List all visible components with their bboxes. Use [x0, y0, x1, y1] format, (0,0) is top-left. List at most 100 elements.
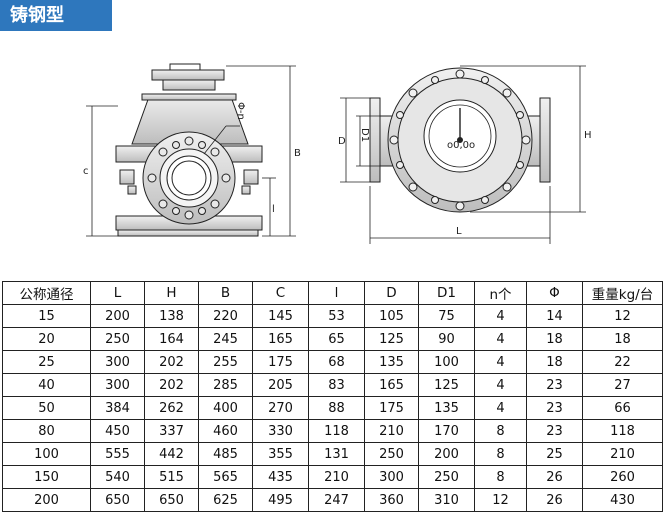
table-cell: 8 [474, 419, 527, 443]
table-cell: 260 [582, 465, 663, 489]
table-cell: 430 [582, 488, 663, 512]
table-cell: 23 [526, 419, 583, 443]
table-cell: 164 [144, 327, 199, 351]
table-cell: 100 [2, 442, 91, 466]
table-cell: 330 [252, 419, 309, 443]
table-cell: 12 [582, 304, 663, 328]
table-cell: 384 [90, 396, 145, 420]
table-cell: 460 [198, 419, 253, 443]
table-cell: 300 [364, 465, 419, 489]
table-cell: 270 [252, 396, 309, 420]
section-title: 铸钢型 [0, 0, 112, 31]
dim-label-H: H [584, 130, 592, 141]
side-view [115, 63, 263, 237]
table-cell: 18 [526, 327, 583, 351]
table-cell: 105 [364, 304, 419, 328]
table-cell: 262 [144, 396, 199, 420]
table-cell: 205 [252, 373, 309, 397]
table-cell: 26 [526, 488, 583, 512]
dim-label-phi-n: Φ-n [235, 102, 246, 120]
table-cell: 250 [90, 327, 145, 351]
table-cell: 14 [526, 304, 583, 328]
technical-drawing: c B l Φ-n o0,0o [83, 63, 592, 244]
table-cell: 118 [308, 419, 365, 443]
table-cell: 15 [2, 304, 91, 328]
table-cell: 337 [144, 419, 199, 443]
table-cell: 300 [90, 350, 145, 374]
table-cell: 565 [198, 465, 253, 489]
table-cell: 495 [252, 488, 309, 512]
table-cell: 50 [2, 396, 91, 420]
table-cell: 210 [582, 442, 663, 466]
dial-counter: o0,0o [447, 140, 475, 151]
table-cell: 300 [90, 373, 145, 397]
column-header: 公称通径 [2, 281, 91, 305]
table-cell: 20 [2, 327, 91, 351]
table-cell: 245 [198, 327, 253, 351]
column-header: L [90, 281, 145, 305]
table-cell: 202 [144, 350, 199, 374]
table-cell: 250 [418, 465, 475, 489]
table-cell: 4 [474, 373, 527, 397]
table-cell: 435 [252, 465, 309, 489]
table-cell: 53 [308, 304, 365, 328]
table-cell: 90 [418, 327, 475, 351]
table-cell: 165 [364, 373, 419, 397]
top-cover [151, 69, 225, 81]
left-flange [369, 97, 381, 183]
dim-label-c: c [83, 166, 89, 177]
table-cell: 125 [364, 327, 419, 351]
column-header: Φ [526, 281, 583, 305]
table-cell: 135 [418, 396, 475, 420]
table-cell: 80 [2, 419, 91, 443]
table-cell: 650 [144, 488, 199, 512]
column-header: D1 [418, 281, 475, 305]
table-cell: 200 [90, 304, 145, 328]
dim-label-L: L [456, 226, 462, 237]
table-cell: 170 [418, 419, 475, 443]
table-cell: 400 [198, 396, 253, 420]
table-cell: 210 [308, 465, 365, 489]
table-cell: 131 [308, 442, 365, 466]
table-cell: 138 [144, 304, 199, 328]
table-cell: 555 [90, 442, 145, 466]
table-cell: 65 [308, 327, 365, 351]
table-cell: 25 [526, 442, 583, 466]
table-cell: 22 [582, 350, 663, 374]
table-cell: 4 [474, 327, 527, 351]
dim-label-D1: D1 [359, 128, 370, 142]
table-cell: 40 [2, 373, 91, 397]
table-cell: 450 [90, 419, 145, 443]
table-cell: 12 [474, 488, 527, 512]
table-cell: 220 [198, 304, 253, 328]
column-header: 重量kg/台 [582, 281, 663, 305]
table-cell: 125 [418, 373, 475, 397]
dim-label-l: l [272, 204, 275, 215]
table-cell: 285 [198, 373, 253, 397]
table-cell: 202 [144, 373, 199, 397]
table-cell: 540 [90, 465, 145, 489]
table-cell: 485 [198, 442, 253, 466]
front-view [369, 67, 551, 213]
table-cell: 23 [526, 396, 583, 420]
table-cell: 175 [364, 396, 419, 420]
table-cell: 175 [252, 350, 309, 374]
dim-label-D: D [338, 136, 346, 147]
table-cell: 210 [364, 419, 419, 443]
table-cell: 135 [364, 350, 419, 374]
table-cell: 25 [2, 350, 91, 374]
table-cell: 4 [474, 304, 527, 328]
table-cell: 625 [198, 488, 253, 512]
